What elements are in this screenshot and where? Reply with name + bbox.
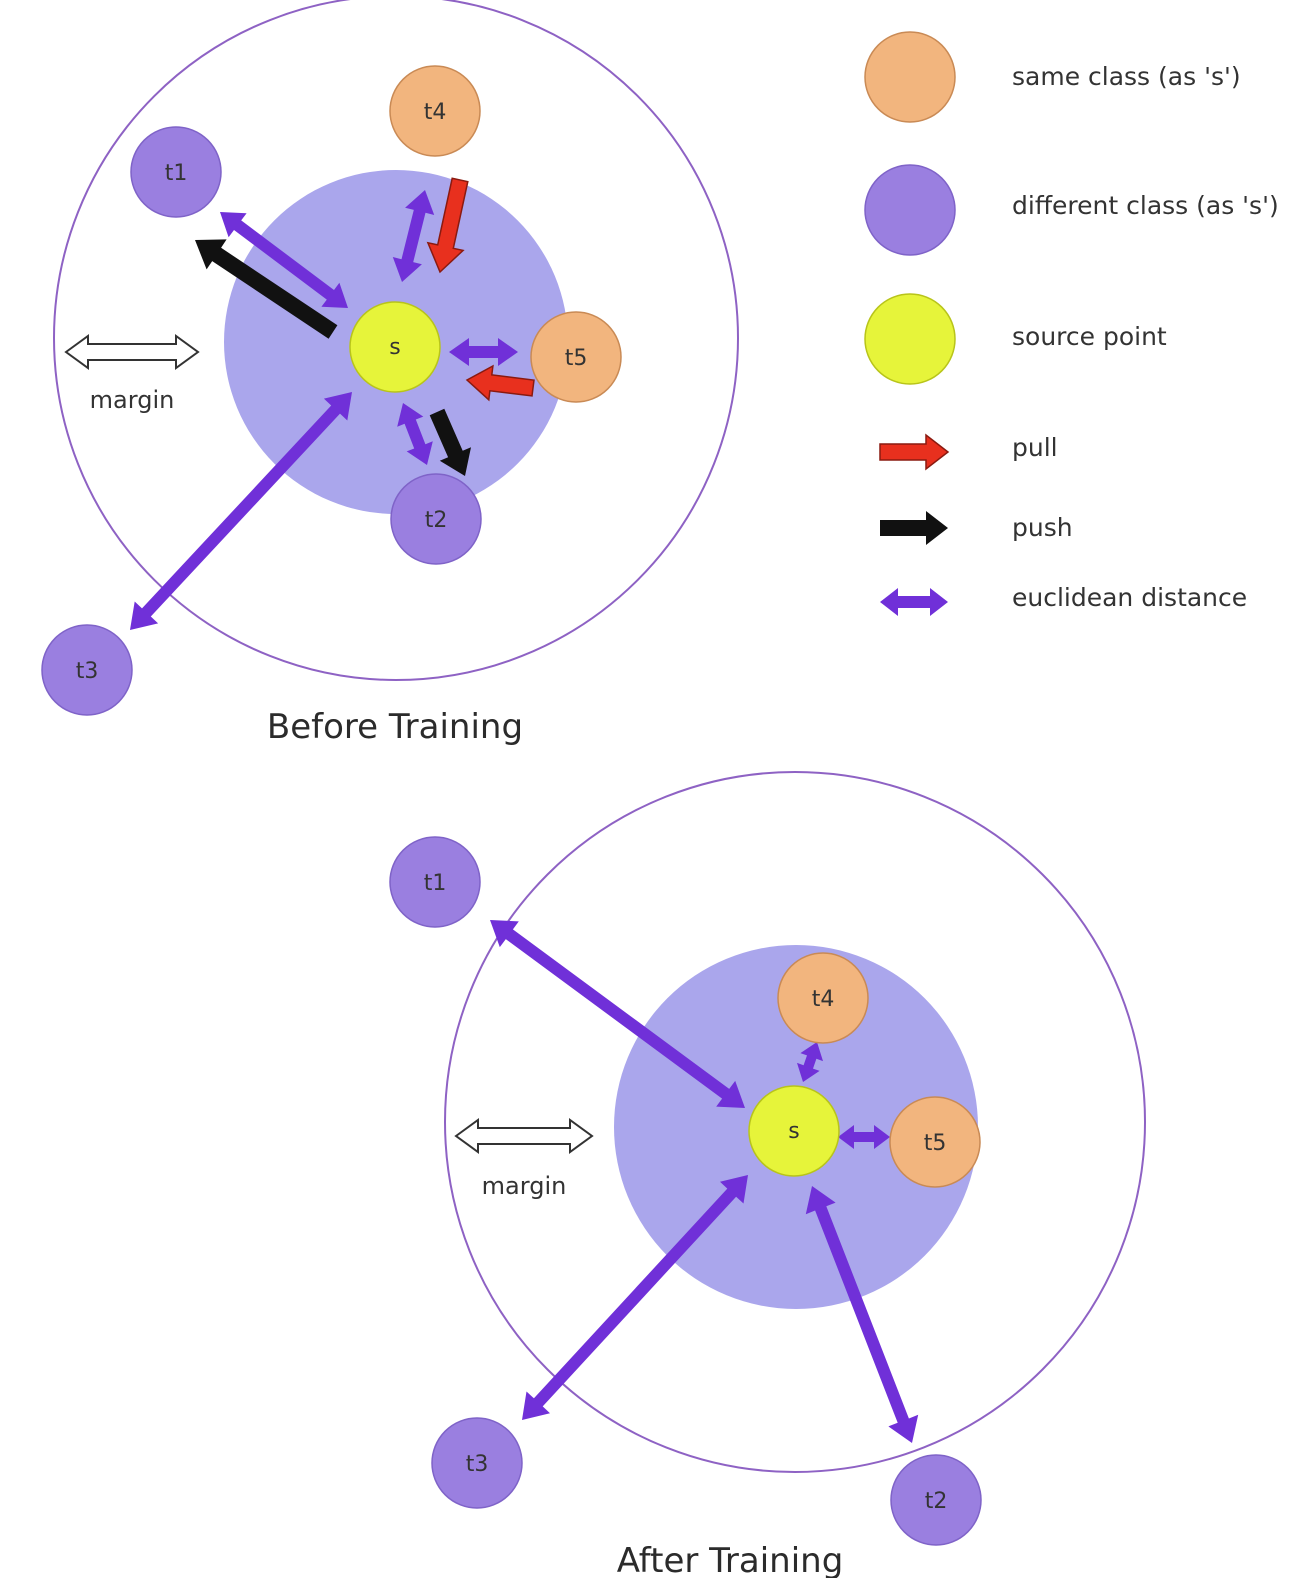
node-label: t3: [466, 1452, 489, 1477]
same-class-point: [777, 952, 869, 1044]
node-t4: t4: [389, 65, 481, 157]
different-class-point: [41, 624, 133, 716]
different-class-point: [890, 1454, 982, 1546]
different-class-point: [390, 473, 482, 565]
different-class-point: [431, 1417, 523, 1509]
node-t5: t5: [530, 311, 622, 403]
pull-arrow-t4: [426, 177, 469, 274]
node-label: t4: [424, 100, 447, 125]
node-label: t3: [76, 659, 99, 684]
node-label: t2: [925, 1489, 948, 1514]
before-caption: Before Training: [267, 707, 523, 747]
source-point-s: s: [748, 1085, 840, 1177]
node-t5: t5: [889, 1096, 981, 1188]
node-t4: t4: [777, 952, 869, 1044]
legend-label: euclidean distance: [1012, 583, 1247, 612]
node-t2: t2: [390, 473, 482, 565]
distance-arrow-t2: [397, 403, 433, 465]
node-label: t5: [924, 1131, 947, 1156]
outer-boundary-circle: [53, 0, 739, 681]
same-class-point: [889, 1096, 981, 1188]
margin-label: margin: [482, 1172, 567, 1200]
node-label: t1: [424, 871, 447, 896]
legend-item-push: push: [880, 511, 1073, 545]
same-class-point: [530, 311, 622, 403]
legend-item-distance: euclidean distance: [880, 583, 1247, 616]
node-label: t2: [425, 508, 448, 533]
outer-boundary-circle: [444, 771, 1146, 1473]
distance-arrow-t3: [130, 392, 352, 630]
legend-label: pull: [1012, 433, 1058, 462]
margin-arrow-icon: [454, 1118, 594, 1154]
legend-label: different class (as 's'): [1012, 191, 1279, 220]
distance-arrow-t5: [449, 338, 518, 366]
distance-arrow-icon: [880, 588, 948, 616]
distance-arrow-t4: [392, 190, 435, 282]
push-arrow-shape: [880, 511, 948, 545]
different-class-point: [389, 836, 481, 928]
node-t1: t1: [389, 836, 481, 928]
different-class-swatch: [864, 164, 956, 256]
legend-item-source-point: source point: [864, 293, 1167, 385]
source-label: s: [389, 335, 400, 360]
node-label: t5: [565, 346, 588, 371]
node-label: t1: [165, 161, 188, 186]
same-class-swatch: [864, 31, 956, 123]
push-arrow-t1: [195, 239, 338, 339]
source-point: [349, 301, 441, 393]
pull-arrow-shape: [879, 433, 950, 471]
margin-label: margin: [90, 386, 175, 414]
node-t3: t3: [431, 1417, 523, 1509]
node-t3: t3: [41, 624, 133, 716]
before-arrows: [130, 177, 535, 630]
distance-arrow-t1: [220, 212, 348, 308]
distance-arrow-t3: [522, 1175, 748, 1420]
after-caption: After Training: [617, 1541, 844, 1578]
node-t1: t1: [130, 126, 222, 218]
after-arrows: [490, 920, 919, 1443]
legend-item-different-class: different class (as 's'): [864, 164, 1279, 256]
margin-arrow-icon: [64, 334, 200, 370]
legend-label: same class (as 's'): [1012, 62, 1241, 91]
distance-arrow-t5: [838, 1125, 890, 1149]
push-arrow-icon: [880, 511, 948, 545]
distance-arrow-t1: [490, 920, 745, 1108]
distance-arrow-t2: [805, 1186, 919, 1443]
node-t2: t2: [890, 1454, 982, 1546]
pull-arrow-icon: [879, 433, 950, 471]
distance-arrow-shape: [880, 588, 948, 616]
pull-arrow-t5: [465, 364, 535, 402]
node-label: t4: [812, 987, 835, 1012]
after-training-panel: margin t1 t2 t3 t4 t5 s After Training: [389, 771, 1146, 1578]
source-point-s: s: [349, 301, 441, 393]
different-class-point: [130, 126, 222, 218]
distance-arrow-t4: [797, 1042, 823, 1082]
source-point: [748, 1085, 840, 1177]
legend-item-pull: pull: [879, 433, 1058, 471]
source-label: s: [788, 1119, 799, 1144]
legend-label: push: [1012, 513, 1073, 542]
before-training-panel: margin t1 t2 t3 t4 t5 s Before Training: [41, 0, 739, 747]
same-class-point: [389, 65, 481, 157]
legend: same class (as 's') different class (as …: [864, 31, 1279, 616]
source-point-swatch: [864, 293, 956, 385]
legend-label: source point: [1012, 322, 1167, 351]
legend-item-same-class: same class (as 's'): [864, 31, 1241, 123]
push-arrow-t2: [429, 408, 471, 476]
